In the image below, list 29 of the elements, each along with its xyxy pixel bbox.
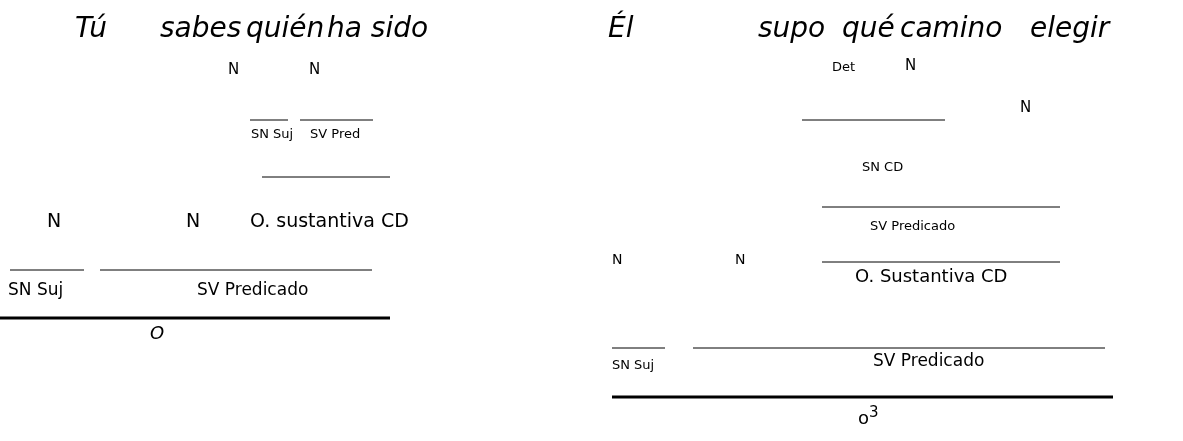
function-label: SN Suj xyxy=(612,358,655,371)
category-label: N xyxy=(612,252,623,266)
category-label: N xyxy=(1020,100,1032,115)
function-label: SV Predicado xyxy=(873,352,985,369)
sentence-label: o$^{3}$ xyxy=(858,405,879,427)
category-label: N xyxy=(47,211,62,230)
sentence-word: supo xyxy=(758,14,826,42)
sentence-word: quién xyxy=(246,14,325,42)
function-label: SN Suj xyxy=(251,127,294,140)
sentence-word: ha sido xyxy=(327,14,429,42)
category-label: N xyxy=(735,252,746,266)
category-label: N xyxy=(309,62,321,77)
function-label: SN Suj xyxy=(8,281,64,298)
function-label: SV Predicado xyxy=(197,281,309,298)
function-label: SV Pred xyxy=(310,127,361,140)
function-label: O. sustantiva CD xyxy=(250,211,409,230)
function-label: O. Sustantiva CD xyxy=(855,267,1008,285)
sentence-label: O xyxy=(150,324,165,342)
category-label: N xyxy=(905,58,917,73)
category-label: Det xyxy=(832,60,856,73)
function-label: SV Predicado xyxy=(870,219,956,232)
sentence-word: sabes xyxy=(160,14,242,42)
category-label: N xyxy=(228,62,240,77)
sentence-word: camino xyxy=(900,14,1003,42)
function-label: SN CD xyxy=(862,160,904,173)
sentence-word: Tú xyxy=(75,14,108,42)
sentence-word: elegir xyxy=(1030,14,1110,42)
sentence-word: qué xyxy=(842,14,895,42)
category-label: N xyxy=(186,211,201,230)
